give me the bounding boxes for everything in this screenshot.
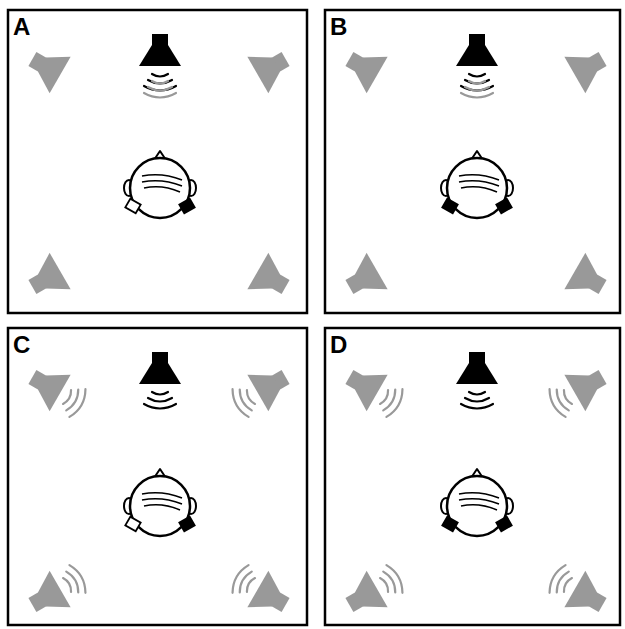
panel-letter: A xyxy=(13,13,30,40)
panel-label-holder: D xyxy=(330,333,347,357)
panel-label-holder: C xyxy=(13,333,30,357)
panel-letter: C xyxy=(13,331,30,358)
panel-label-holder: A xyxy=(13,15,30,39)
panel-label-holder: B xyxy=(330,15,347,39)
panel-letter: B xyxy=(330,13,347,40)
panel-letter: D xyxy=(330,331,347,358)
